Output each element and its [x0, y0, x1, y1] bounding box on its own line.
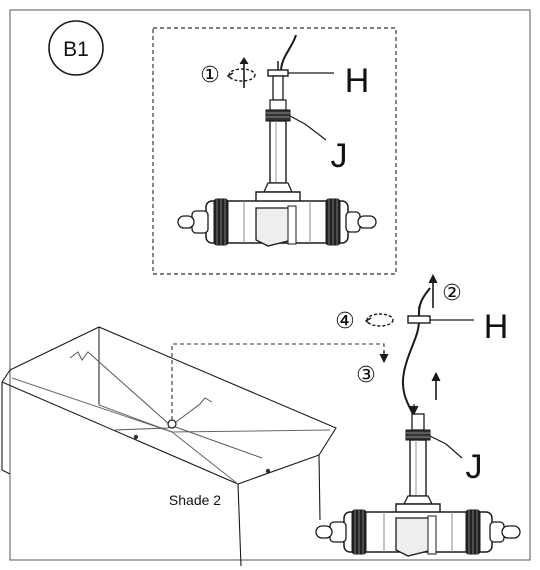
top-label-H: H — [345, 62, 370, 100]
bottom-label-J: J — [466, 448, 483, 486]
step-badge: B1 — [48, 20, 104, 76]
top-detail-box — [152, 27, 397, 275]
top-tube — [269, 120, 287, 184]
step-4-rotate-icon: ④ — [335, 309, 394, 334]
bottom-J-leader — [429, 435, 463, 459]
top-connector-H — [267, 69, 289, 77]
bottom-label-H: H — [484, 308, 509, 346]
outer-frame — [9, 9, 531, 561]
top-label-J: J — [331, 137, 348, 175]
badge-label: B1 — [63, 38, 89, 61]
step-2-pull-up-icon: ② — [428, 273, 462, 308]
step-1-rotate-icon: ① — [200, 57, 256, 88]
step-3-label: ③ — [356, 363, 376, 388]
step-3-insert-icon: ③ — [356, 350, 441, 416]
bottom-motor-assembly — [315, 287, 521, 557]
step-4-label: ④ — [335, 309, 355, 334]
shade-mount-point — [167, 419, 177, 429]
shade-label: Shade 2 — [169, 492, 221, 508]
top-collar-J — [265, 109, 291, 122]
step-1-label: ① — [200, 63, 220, 88]
top-motor-assembly — [177, 34, 377, 247]
bottom-tube — [409, 439, 427, 497]
top-J-leader — [289, 115, 327, 141]
bottom-connector-H — [407, 315, 431, 324]
step-2-label: ② — [442, 281, 462, 306]
cable-route-line — [171, 343, 385, 420]
shade-box: Shade 2 — [1, 326, 337, 567]
bottom-cable — [402, 287, 431, 415]
